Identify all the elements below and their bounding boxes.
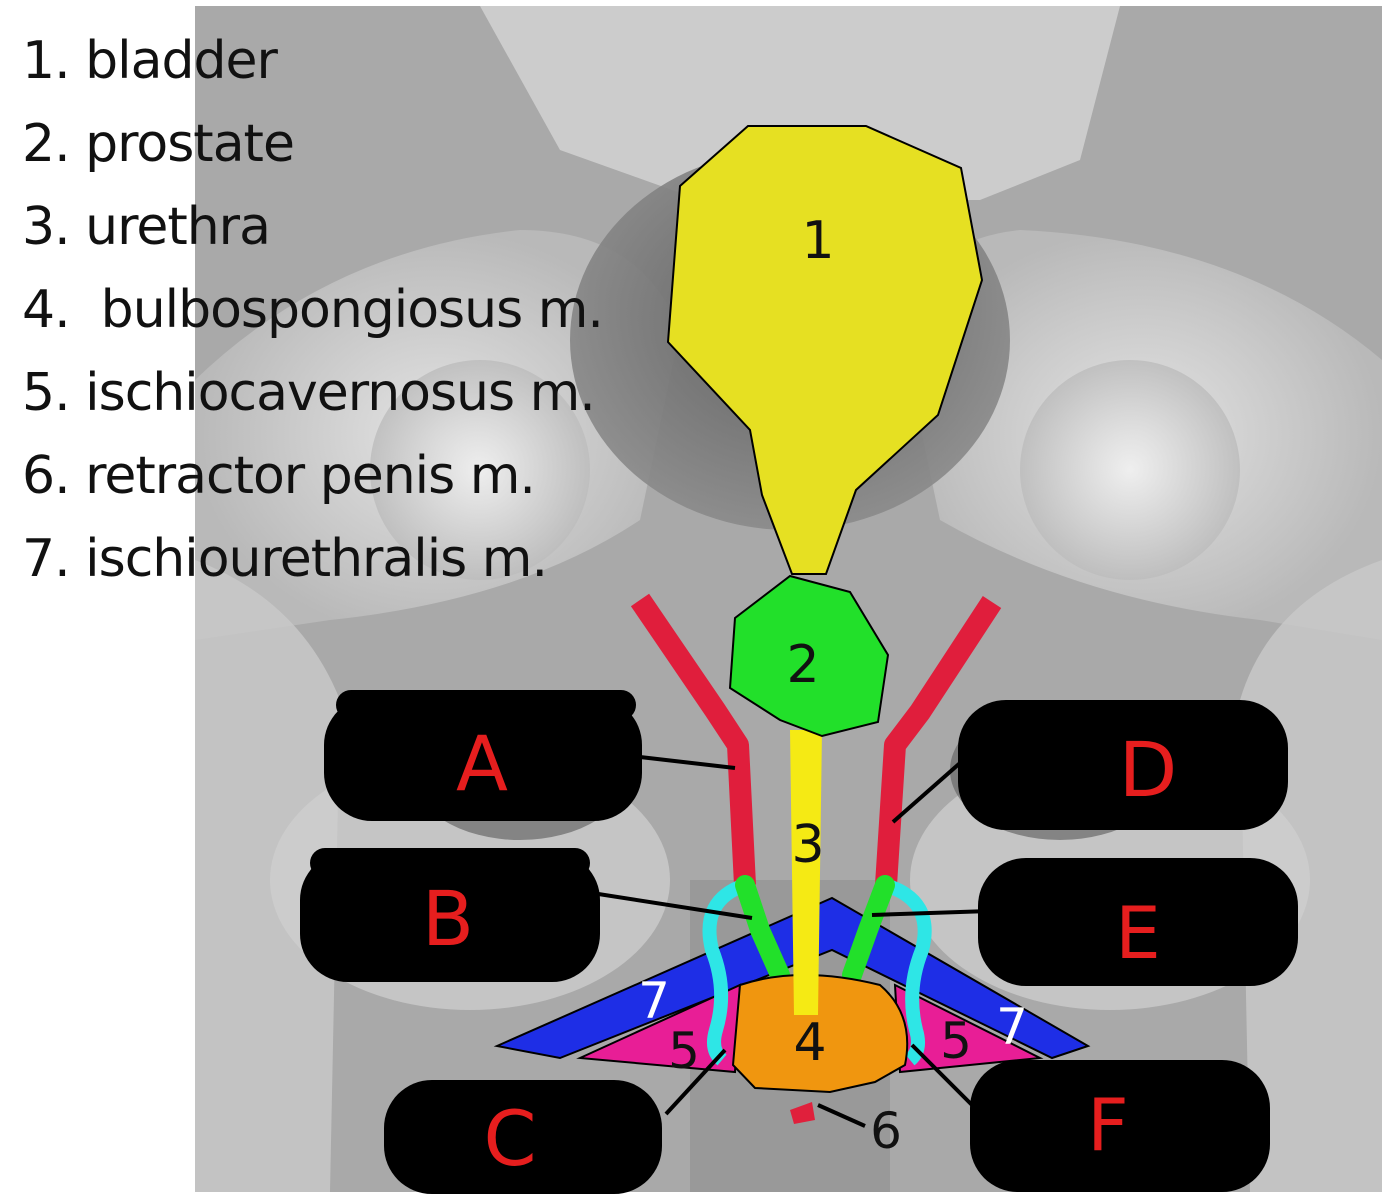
ischiourethralis-muscle (493, 896, 1091, 1060)
red-duct-left (630, 593, 756, 886)
sacrum-shadow (480, 6, 1120, 200)
bladder-number: 1 (801, 211, 834, 271)
cyan-muscle-left (702, 878, 748, 1066)
leader-line-a (639, 755, 736, 770)
leader-line-b (591, 891, 753, 920)
redaction-blob (324, 697, 642, 821)
legend-text: ischiourethralis m. (69, 529, 548, 589)
leader-line-f (910, 1043, 974, 1107)
urethra-number: 3 (791, 815, 824, 875)
legend-number: 3. (22, 197, 71, 257)
answer-letter: B (422, 874, 474, 963)
leader-line-6 (817, 1103, 866, 1128)
cyan-muscle-right (882, 878, 932, 1066)
redaction-blob (958, 700, 1288, 830)
femoral-head-right (1020, 360, 1240, 580)
legend-item-urethra: 3. urethra (22, 192, 603, 275)
prostate (728, 574, 890, 738)
legend-text: ischiocavernosus m. (69, 363, 596, 423)
prostate-number: 2 (786, 635, 819, 695)
ischiourethralis-number-right: 7 (996, 998, 1028, 1056)
bladder (666, 125, 984, 575)
leader-line-c (664, 1048, 727, 1116)
ischiocavernosus-number-left: 5 (668, 1022, 700, 1080)
answer-letter: C (483, 1094, 536, 1183)
retractor-penis-number: 6 (870, 1102, 902, 1160)
legend-item-bulbospongiosus: 4. bulbospongiosus m. (22, 275, 604, 358)
answer-letter: E (1115, 891, 1161, 975)
green-crus-left (735, 875, 790, 985)
ischiourethralis-number-left: 7 (638, 972, 670, 1030)
legend-item-bladder: 1. bladder (22, 26, 603, 109)
legend-number: 7. (22, 529, 71, 589)
answer-letter: D (1119, 725, 1178, 814)
redaction-stroke (336, 690, 636, 720)
leader-line-d (891, 754, 970, 824)
femoral-head-left (370, 360, 590, 580)
legend-text: bulbospongiosus m. (69, 280, 604, 340)
femur-left (195, 560, 340, 1192)
answer-box-e[interactable]: E (978, 858, 1298, 986)
green-crus-right (842, 875, 895, 985)
answer-box-f[interactable]: F (970, 1060, 1270, 1192)
legend-number: 1. (22, 31, 71, 91)
legend-item-retractor-penis: 6. retractor penis m. (22, 441, 603, 524)
legend-text: bladder (69, 31, 278, 91)
answer-box-d[interactable]: D (958, 700, 1288, 830)
legend-text: prostate (69, 114, 295, 174)
bulbospongiosus-muscle (731, 974, 909, 1094)
redaction-blob (300, 852, 600, 982)
redaction-blob (978, 858, 1298, 986)
legend-number: 6. (22, 446, 71, 506)
legend-item-ischiourethralis: 7. ischiourethralis m. (22, 524, 603, 607)
leader-line-e (871, 909, 991, 917)
legend-number: 2. (22, 114, 71, 174)
legend-item-prostate: 2. prostate (22, 109, 603, 192)
leader-lines (591, 754, 991, 1128)
legend-number: 4. (22, 280, 71, 340)
redaction-blob (970, 1060, 1270, 1192)
legend-text: urethra (69, 197, 271, 257)
redaction-blob (384, 1080, 662, 1194)
redaction-stroke (310, 848, 590, 878)
structure-legend: 1. bladder 2. prostate 3. urethra 4. bul… (22, 26, 604, 607)
red-duct-right (875, 595, 1002, 886)
retractor-penis-muscle (790, 1102, 815, 1124)
answer-letter: F (1087, 1083, 1128, 1167)
legend-number: 5. (22, 363, 71, 423)
legend-item-ischiocavernosus: 5. ischiocavernosus m. (22, 358, 603, 441)
bulbospongiosus-number: 4 (793, 1013, 826, 1073)
answer-box-a[interactable]: A (324, 690, 642, 821)
urethra (790, 730, 822, 1015)
legend-text: retractor penis m. (69, 446, 536, 506)
answer-box-b[interactable]: B (300, 848, 600, 982)
ischiocavernosus-number-right: 5 (940, 1012, 972, 1070)
answer-box-c[interactable]: C (384, 1080, 662, 1194)
answer-letter: A (456, 719, 508, 808)
